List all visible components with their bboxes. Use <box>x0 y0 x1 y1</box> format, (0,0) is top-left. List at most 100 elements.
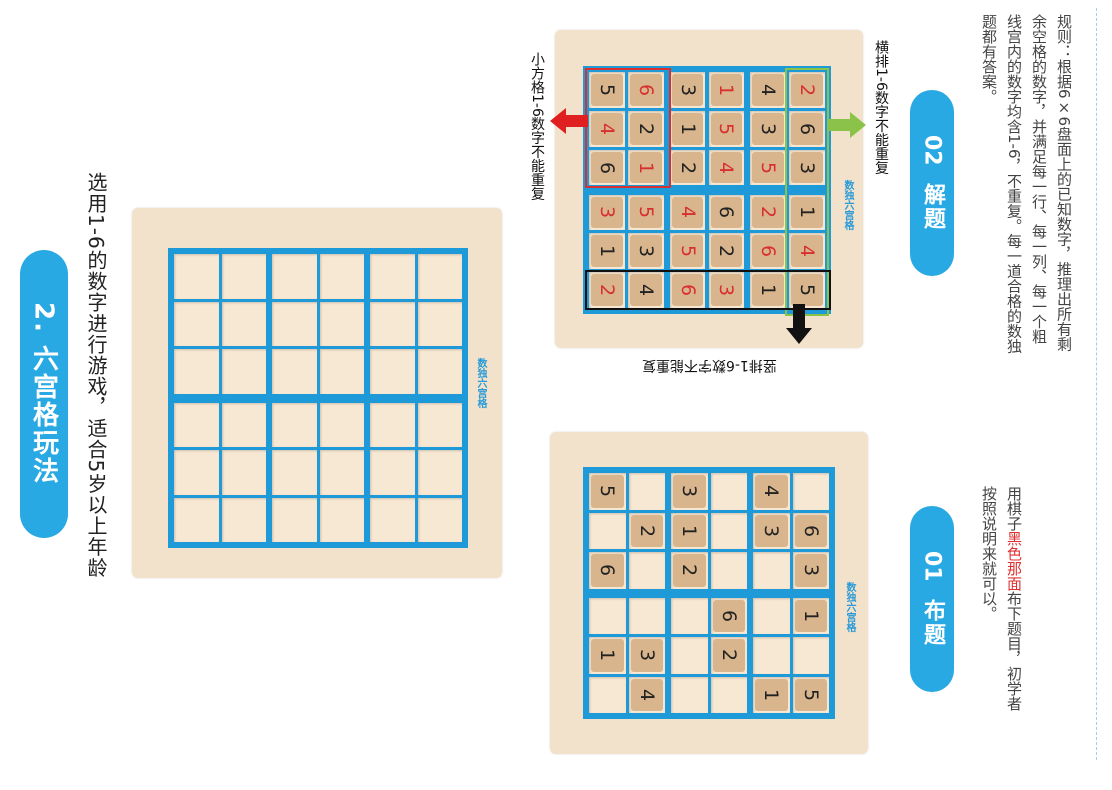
solution-piece[interactable]: 2 <box>629 112 662 145</box>
empty-board-cell <box>319 254 364 299</box>
solution-piece-number: 5 <box>676 245 699 258</box>
solution-piece[interactable]: 1 <box>710 74 743 106</box>
solution-piece[interactable]: 5 <box>591 74 623 106</box>
puzzle-piece[interactable]: 3 <box>755 514 788 547</box>
puzzle-piece[interactable]: 5 <box>794 678 827 711</box>
puzzle-piece[interactable]: 4 <box>630 678 663 711</box>
empty-board-cell <box>417 349 462 394</box>
solution-piece[interactable]: 5 <box>671 235 704 268</box>
solution-piece[interactable]: 4 <box>591 112 623 145</box>
solution-piece[interactable]: 3 <box>710 274 743 306</box>
puzzle-cell <box>753 552 790 589</box>
solution-piece[interactable]: 2 <box>752 196 785 229</box>
solution-piece[interactable]: 6 <box>671 274 704 306</box>
solution-piece[interactable]: 3 <box>791 151 823 184</box>
puzzle-cell <box>792 637 829 674</box>
puzzle-cell <box>671 637 708 674</box>
section-02-number: 02 <box>919 134 945 166</box>
empty-board-cell <box>417 301 462 346</box>
solution-piece[interactable]: 6 <box>591 151 623 184</box>
empty-board-cell <box>272 497 317 542</box>
solution-piece[interactable]: 2 <box>710 235 743 268</box>
puzzle-piece[interactable]: 2 <box>712 639 745 672</box>
solution-piece[interactable]: 6 <box>629 74 662 106</box>
solution-piece[interactable]: 5 <box>791 274 823 306</box>
solution-piece-number: 2 <box>715 245 738 258</box>
page-title-text: 2. 六宫格玩法 <box>28 302 59 486</box>
solution-piece[interactable]: 1 <box>752 274 785 306</box>
solution-piece[interactable]: 3 <box>671 74 704 106</box>
puzzle-piece-number: 3 <box>635 649 658 662</box>
solution-piece[interactable]: 5 <box>710 112 743 145</box>
solution-piece[interactable]: 1 <box>629 151 662 184</box>
solution-piece[interactable]: 2 <box>671 151 704 184</box>
empty-board-cell <box>319 402 364 447</box>
puzzle-cell <box>589 512 626 549</box>
solution-piece[interactable]: 4 <box>752 74 785 106</box>
puzzle-piece[interactable]: 1 <box>794 599 827 632</box>
puzzle-piece[interactable]: 1 <box>755 678 788 711</box>
empty-board-cell <box>319 301 364 346</box>
solution-piece[interactable]: 2 <box>791 74 823 106</box>
solution-piece[interactable]: 3 <box>752 112 785 145</box>
empty-board-cell <box>221 254 266 299</box>
puzzle-piece[interactable]: 6 <box>794 514 827 547</box>
solution-piece[interactable]: 4 <box>710 151 743 184</box>
solution-piece[interactable]: 6 <box>752 235 785 268</box>
puzzle-piece[interactable]: 3 <box>673 475 706 508</box>
solution-piece[interactable]: 4 <box>629 274 662 306</box>
page-title: 2. 六宫格玩法 <box>20 250 68 538</box>
solution-piece[interactable]: 2 <box>591 274 623 306</box>
empty-board-cell <box>221 301 266 346</box>
solution-piece-number: 3 <box>757 122 780 135</box>
solution-piece[interactable]: 3 <box>629 235 662 268</box>
puzzle-piece[interactable]: 2 <box>630 514 663 547</box>
puzzle-piece[interactable]: 3 <box>794 554 827 587</box>
empty-board-cell <box>174 497 219 542</box>
empty-board-cell <box>221 349 266 394</box>
puzzle-piece[interactable]: 1 <box>673 514 706 547</box>
solution-piece-number: 6 <box>757 245 780 258</box>
puzzle-piece[interactable]: 2 <box>673 554 706 587</box>
empty-board: 数独六宫格 <box>132 208 502 578</box>
section-01-desc-pre: 用棋子 <box>1005 486 1023 531</box>
black-arrow-icon <box>786 304 812 344</box>
solution-piece[interactable]: 4 <box>671 196 704 229</box>
puzzle-cell <box>628 597 665 634</box>
red-arrow-icon <box>550 108 588 134</box>
divider-line <box>1096 8 1097 760</box>
solution-piece-number: 3 <box>634 245 657 258</box>
section-01-desc-post: 布下题目，初学者按照说明来就可以。 <box>980 486 1023 711</box>
solution-piece[interactable]: 4 <box>791 235 823 268</box>
solution-piece[interactable]: 5 <box>629 196 662 229</box>
puzzle-cell <box>792 473 829 510</box>
puzzle-piece[interactable]: 6 <box>591 554 624 587</box>
solution-piece[interactable]: 3 <box>591 196 623 229</box>
empty-board-cell <box>417 254 462 299</box>
empty-board-cell <box>272 450 317 495</box>
solution-piece[interactable]: 5 <box>752 151 785 184</box>
solution-piece[interactable]: 1 <box>791 196 823 229</box>
empty-board-cell <box>370 402 415 447</box>
empty-board-cell <box>417 402 462 447</box>
puzzle-piece-number: 6 <box>717 609 740 622</box>
puzzle-piece-number: 4 <box>635 688 658 701</box>
solution-piece[interactable]: 6 <box>710 196 743 229</box>
puzzle-cell <box>628 473 665 510</box>
empty-board-cell <box>272 402 317 447</box>
puzzle-piece[interactable]: 3 <box>630 639 663 672</box>
solution-piece[interactable]: 6 <box>791 112 823 145</box>
puzzle-piece[interactable]: 4 <box>755 475 788 508</box>
section-02-label: 解题 <box>920 183 945 232</box>
puzzle-piece[interactable]: 1 <box>591 639 624 672</box>
section-01-label: 布题 <box>920 599 945 648</box>
solution-piece[interactable]: 1 <box>591 235 623 268</box>
puzzle-piece[interactable]: 6 <box>712 599 745 632</box>
empty-board-cell <box>174 254 219 299</box>
solution-piece[interactable]: 1 <box>671 112 704 145</box>
empty-board-cell <box>221 497 266 542</box>
puzzle-piece[interactable]: 5 <box>591 475 624 508</box>
